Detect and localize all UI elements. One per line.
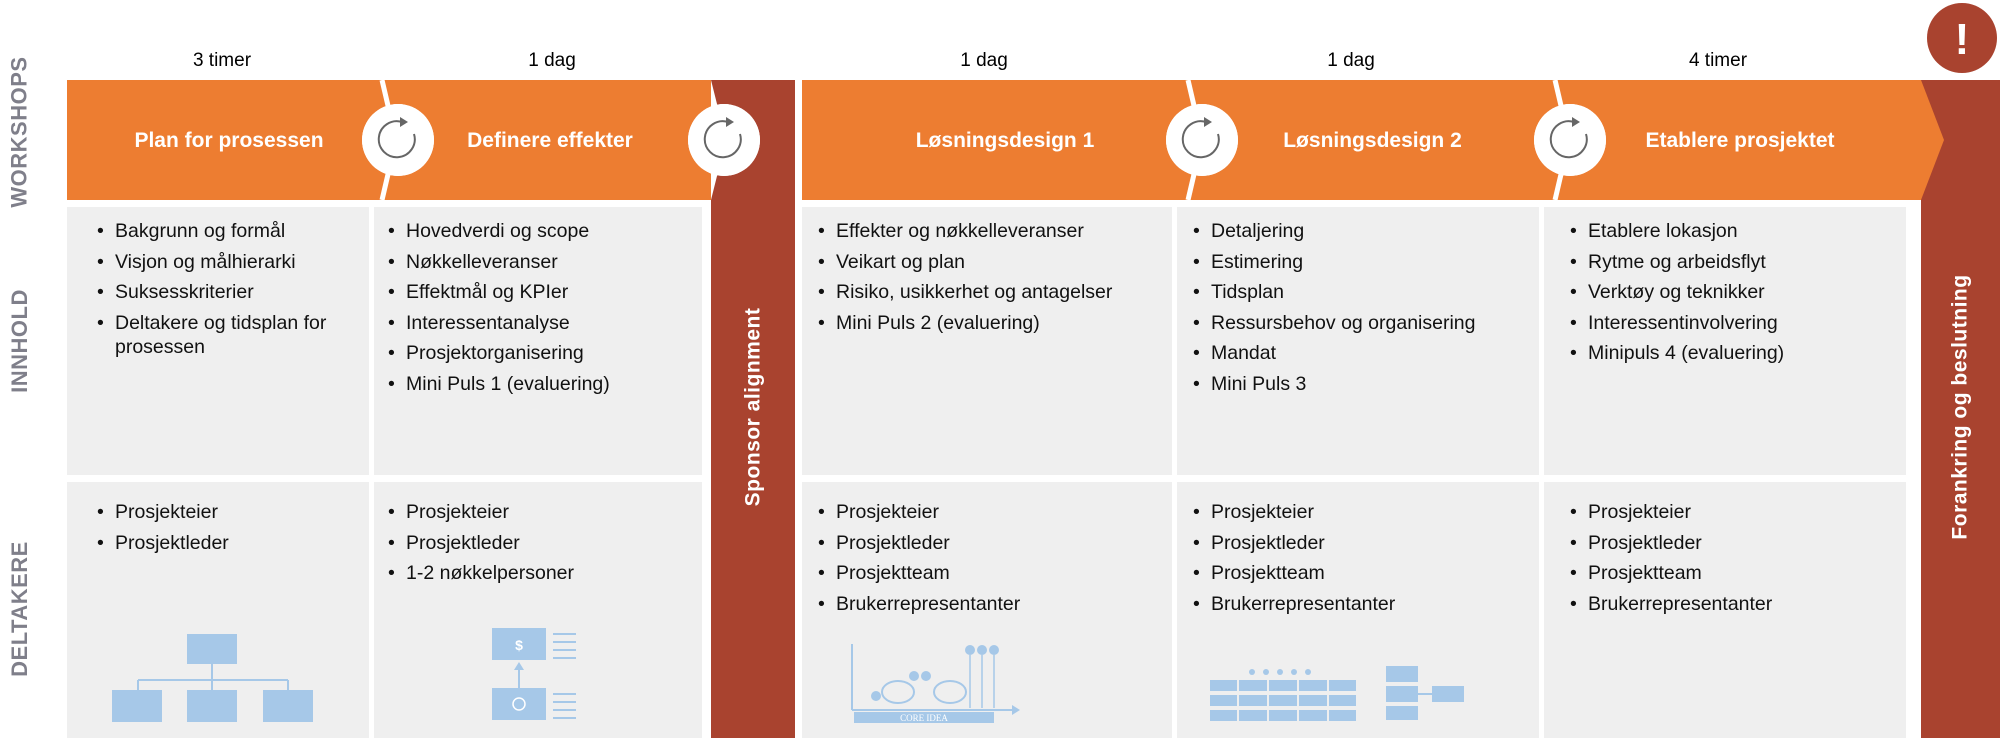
list-item: Prosjekteier [818,500,1160,524]
core-idea-illustration: CORE IDEA [851,644,1020,723]
cycle-icon [1534,104,1606,176]
phase-title-2: Definere effekter [467,128,633,152]
list-item: Rytme og arbeidsflyt [1570,250,1894,274]
participants-cell-3: Prosjekteier Prosjektleder Prosjektteam … [802,482,1172,738]
process-illustration [1386,666,1464,720]
final-decision-label: Forankring og beslutning [1948,274,1972,540]
list-item: Prosjekteier [388,500,690,524]
list-item: Bakgrunn og formål [97,219,357,243]
list-item: Brukerrepresentanter [818,592,1160,616]
list-item: Prosjektleder [388,531,690,555]
final-decision-bar [1921,80,2000,738]
chevron-design2 [1188,80,1569,200]
chevron-design1 [802,80,1202,200]
value-chain-illustration: $ [492,628,576,720]
list-item: Detaljering [1193,219,1527,243]
participants-cell-5: Prosjekteier Prosjektleder Prosjektteam … [1544,482,1906,738]
list-item: Ressursbehov og organisering [1193,311,1527,335]
chevron-plan [67,80,396,200]
list-item: Prosjekteier [1570,500,1894,524]
list-item: Brukerrepresentanter [1193,592,1527,616]
list-item: Nøkkelleveranser [388,250,690,274]
cycle-icon [688,104,760,176]
duration-1: 3 timer [192,50,252,71]
duration-3: 1 dag [960,50,1008,71]
list-item: Etablere lokasjon [1570,219,1894,243]
list-item: Prosjektteam [1193,561,1527,585]
list-item: Estimering [1193,250,1527,274]
svg-text:$: $ [515,637,523,653]
content-cell-3: Effekter og nøkkelleveranser Veikart og … [802,207,1172,475]
list-item: Mini Puls 2 (evaluering) [818,311,1160,335]
list-item: Hovedverdi og scope [388,219,690,243]
list-item: 1-2 nøkkelpersoner [388,561,690,585]
list-item: Prosjektleder [1193,531,1527,555]
list-item: Brukerrepresentanter [1570,592,1894,616]
cycle-icon [362,104,434,176]
content-cell-5: Etablere lokasjon Rytme og arbeidsflyt V… [1544,207,1906,475]
list-item: Effekter og nøkkelleveranser [818,219,1160,243]
list-item: Mini Puls 1 (evaluering) [388,372,690,396]
phase-title-4: Løsningsdesign 2 [1283,128,1462,152]
list-item: Verktøy og teknikker [1570,280,1894,304]
phase-title-5: Etablere prosjektet [1645,128,1835,152]
alert-icon: ! [1927,3,1997,73]
list-item: Mini Puls 3 [1193,372,1527,396]
list-item: Prosjektleder [1570,531,1894,555]
list-item: Visjon og målhierarki [97,250,357,274]
list-item: Interessentanalyse [388,311,690,335]
sponsor-alignment-label: Sponsor alignment [741,307,764,507]
chevron-establish [1555,80,1944,200]
list-item: Veikart og plan [818,250,1160,274]
list-item: Effektmål og KPIer [388,280,690,304]
list-item: Tidsplan [1193,280,1527,304]
phase-title-3: Løsningsdesign 1 [915,128,1095,152]
list-item: Prosjektleder [97,531,357,555]
content-cell-4: Detaljering Estimering Tidsplan Ressursb… [1177,207,1539,475]
list-item: Prosjekteier [1193,500,1527,524]
cycle-icon [1166,104,1238,176]
duration-4: 1 dag [1327,50,1375,71]
sponsor-alignment-bar [711,80,795,738]
table-illustration [1210,669,1356,721]
list-item: Minipuls 4 (evaluering) [1570,341,1894,365]
list-item: Deltakere og tidsplan for prosessen [97,311,357,359]
phase-title-1: Plan for prosessen [134,128,324,152]
list-item: Prosjekteier [97,500,357,524]
list-item: Suksesskriterier [97,280,357,304]
content-cell-1: Bakgrunn og formål Visjon og målhierarki… [67,207,369,475]
list-item: Interessentinvolvering [1570,311,1894,335]
duration-5: 4 timer [1688,50,1748,71]
list-item: Prosjektteam [818,561,1160,585]
svg-text:CORE IDEA: CORE IDEA [900,713,948,723]
list-item: Prosjektorganisering [388,341,690,365]
list-item: Risiko, usikkerhet og antagelser [818,280,1160,304]
list-item: Prosjektleder [818,531,1160,555]
chevron-define [382,80,726,200]
list-item: Mandat [1193,341,1527,365]
svg-text:!: ! [1955,15,1970,64]
duration-2: 1 dag [528,50,576,71]
content-cell-2: Hovedverdi og scope Nøkkelleveranser Eff… [374,207,702,475]
list-item: Prosjektteam [1570,561,1894,585]
org-chart-illustration [112,634,313,722]
